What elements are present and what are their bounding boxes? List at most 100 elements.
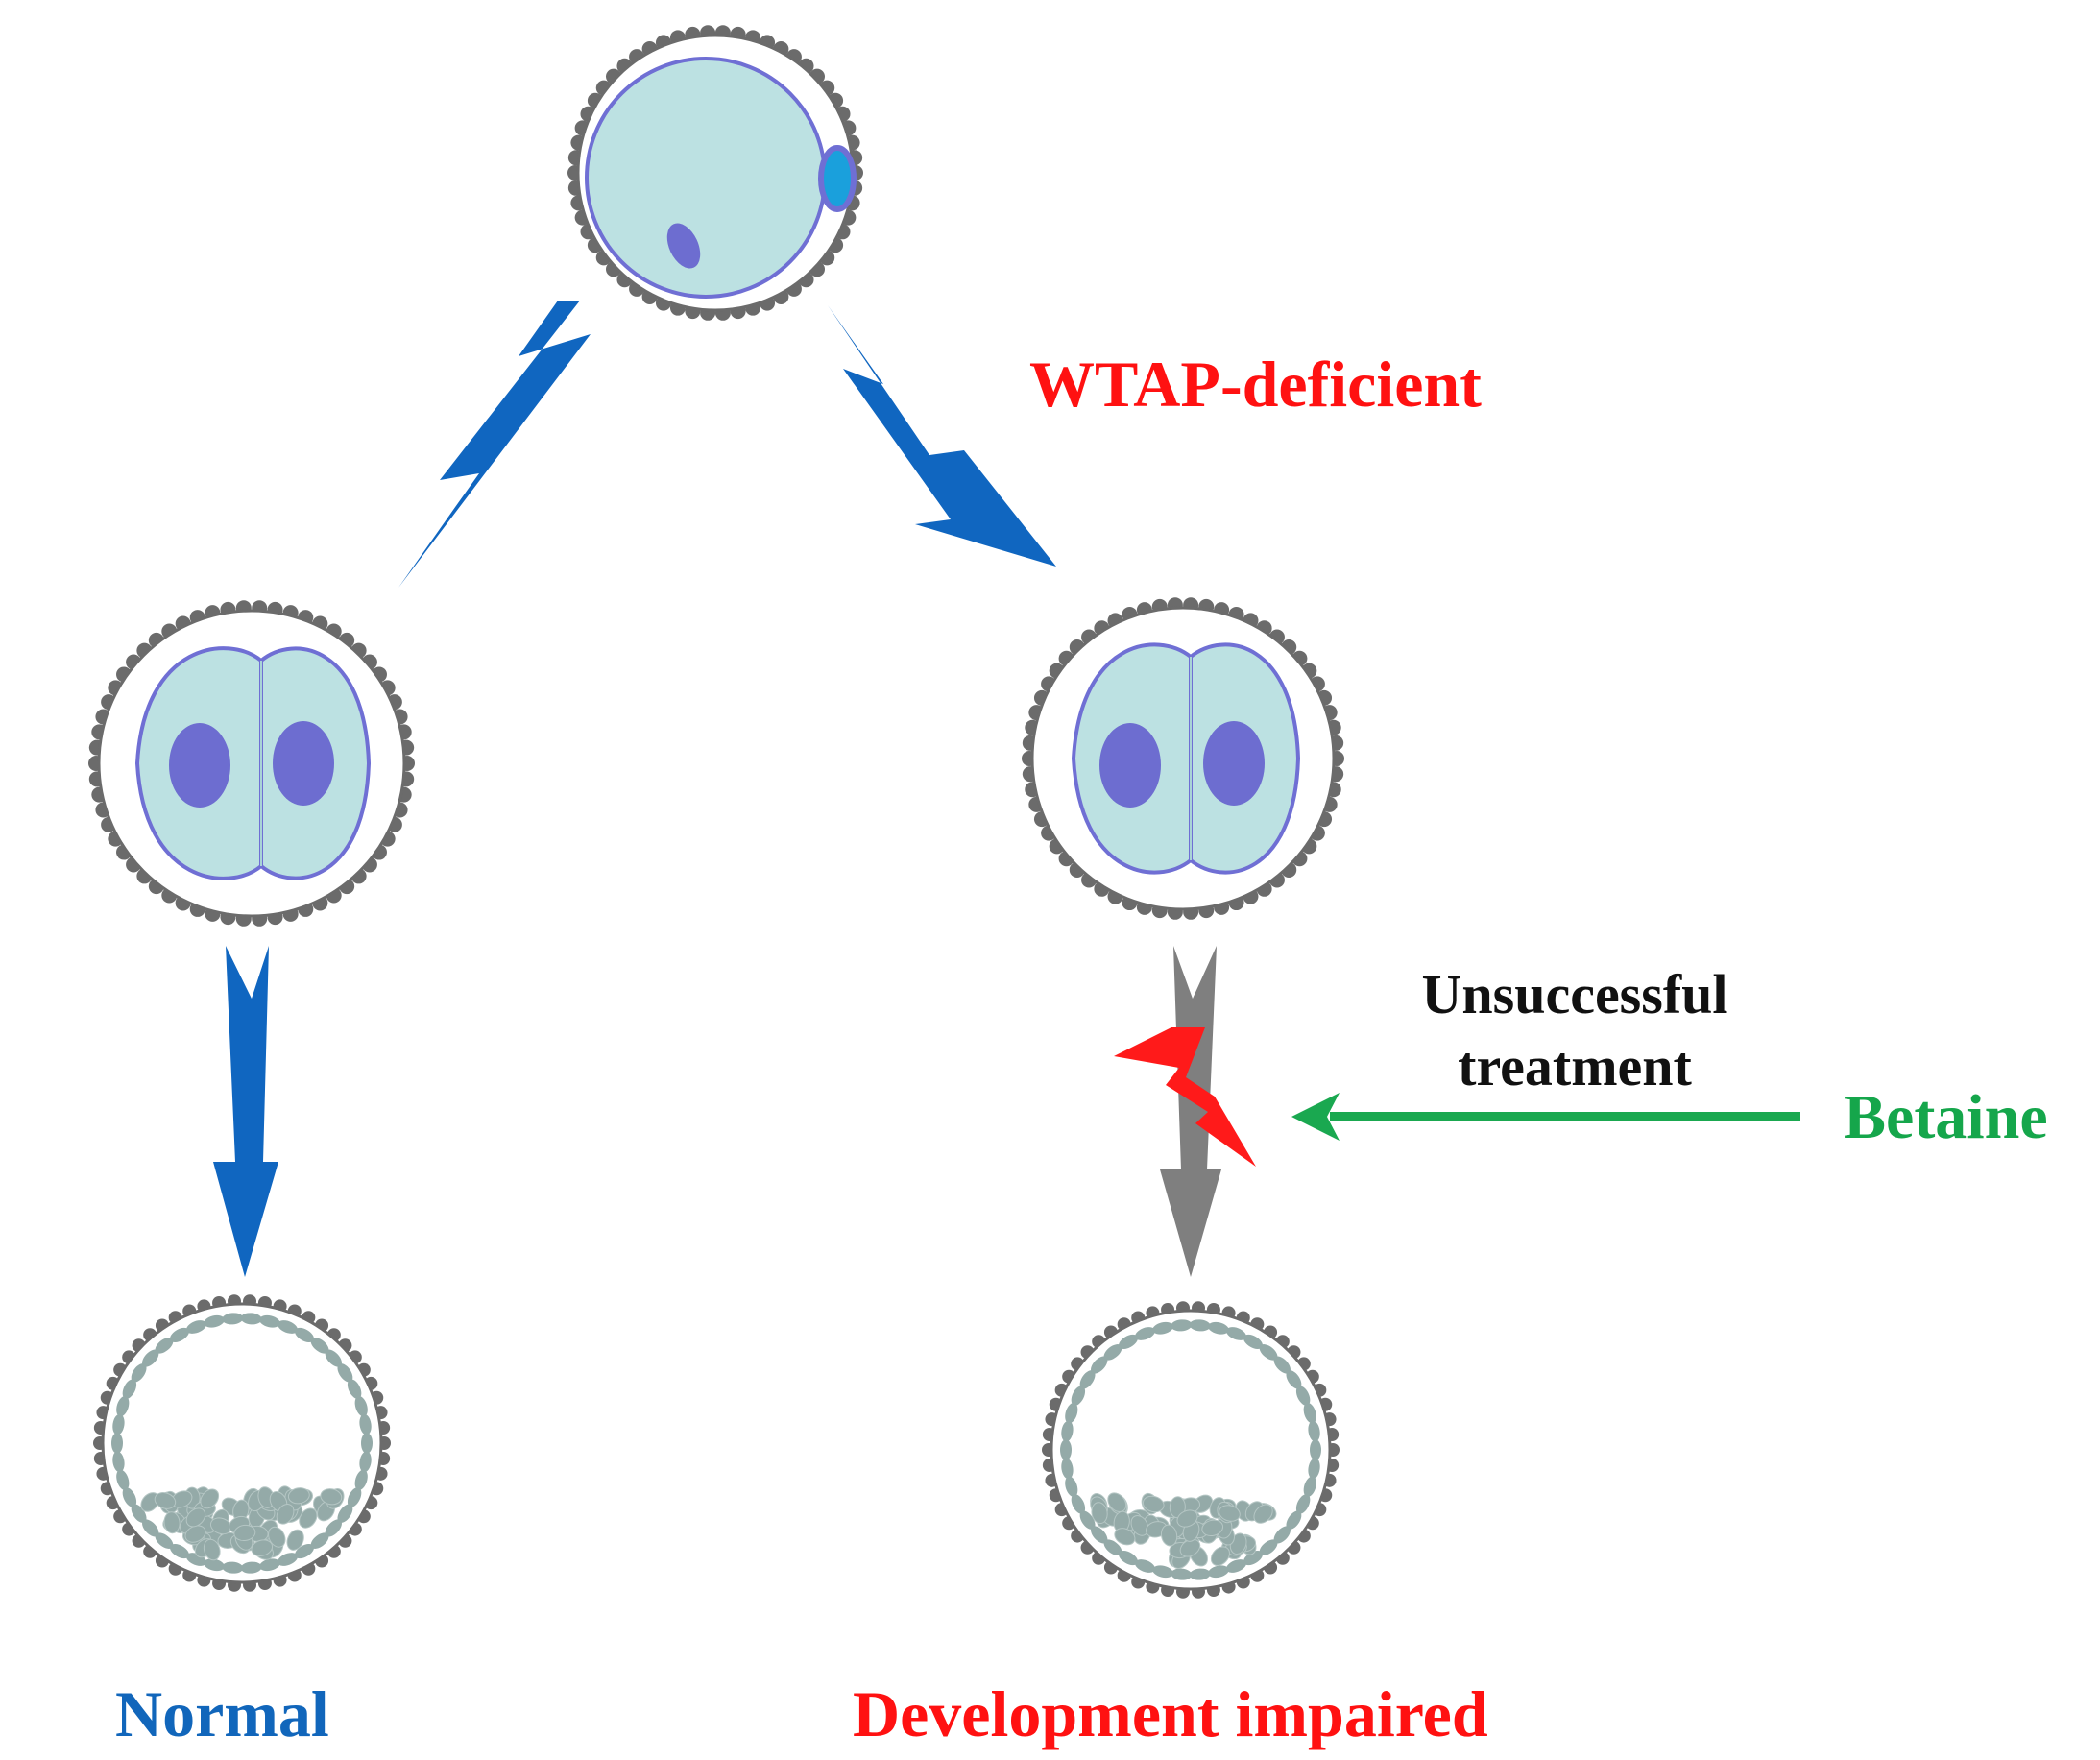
- trophectoderm-cell: [1060, 1439, 1072, 1460]
- trophectoderm-cell: [1259, 1344, 1278, 1361]
- trophectoderm-cell: [1310, 1439, 1321, 1460]
- trophectoderm-cell: [295, 1327, 314, 1342]
- trophectoderm-cell: [131, 1363, 147, 1383]
- inner-cell-mass-cell: [1253, 1504, 1273, 1524]
- trophectoderm-cell: [112, 1451, 125, 1473]
- trophectoderm-cell: [347, 1379, 362, 1399]
- trophectoderm-cell: [361, 1433, 373, 1454]
- trophectoderm-cell: [310, 1338, 329, 1354]
- nucleus: [273, 721, 334, 806]
- trophectoderm-cell: [1226, 1327, 1246, 1340]
- lightning-bolt-icon: [1114, 1027, 1256, 1167]
- trophectoderm-cell: [1171, 1568, 1193, 1580]
- trophectoderm-cell: [240, 1313, 262, 1325]
- trophectoderm-cell: [1189, 1319, 1211, 1332]
- left-branch-arrow: [398, 301, 591, 588]
- trophectoderm-cell: [337, 1504, 353, 1523]
- inner-cell-mass-cell: [276, 1503, 295, 1525]
- pronucleus: [666, 223, 701, 269]
- nucleus: [169, 723, 230, 808]
- trophectoderm-cell: [310, 1532, 329, 1549]
- trophectoderm-cell: [1303, 1476, 1316, 1497]
- blastocyst-left: [93, 1294, 391, 1592]
- trophectoderm-cell: [1273, 1526, 1291, 1544]
- trophectoderm-cell: [1065, 1476, 1078, 1497]
- inner-cell-mass-cell: [251, 1539, 274, 1556]
- inner-cell-mass-cell: [154, 1492, 177, 1509]
- trophectoderm-cell: [1189, 1568, 1211, 1580]
- treatment-arrow-head: [1291, 1093, 1340, 1141]
- development-impaired-label: Development impaired: [853, 1677, 1488, 1750]
- inner-cell-mass-cell: [1176, 1509, 1198, 1528]
- inner-cell-mass-cell: [1160, 1524, 1178, 1547]
- trophectoderm-cell: [354, 1396, 368, 1417]
- blastocyst-right: [1042, 1301, 1340, 1599]
- nucleus: [1099, 723, 1161, 808]
- inner-cell-mass-cell: [1201, 1519, 1224, 1537]
- trophectoderm-cell: [325, 1519, 342, 1537]
- trophectoderm-cell: [222, 1313, 244, 1325]
- trophectoderm-cell: [1286, 1370, 1302, 1389]
- trophectoderm-cell: [359, 1413, 372, 1435]
- trophectoderm-cell: [1286, 1510, 1302, 1530]
- inner-cell-mass-cell: [163, 1511, 181, 1534]
- inner-cell-mass-cell: [200, 1488, 220, 1509]
- trophectoderm-cell: [1135, 1327, 1155, 1340]
- trophectoderm-cell: [1308, 1420, 1320, 1442]
- inner-cell-mass-cell: [1107, 1492, 1127, 1512]
- trophectoderm-cell: [354, 1469, 368, 1490]
- inner-cell-mass-cell: [1210, 1546, 1230, 1566]
- trophectoderm-cell: [1103, 1539, 1122, 1555]
- trophectoderm-cell: [240, 1561, 262, 1574]
- trophectoderm-cell: [1091, 1356, 1108, 1374]
- trophectoderm-cell: [116, 1396, 130, 1417]
- treatment-label: treatment: [1458, 1035, 1692, 1097]
- trophectoderm-cell: [204, 1314, 225, 1328]
- trophectoderm-cell: [259, 1314, 280, 1328]
- trophectoderm-cell: [122, 1379, 137, 1399]
- trophectoderm-cell: [1071, 1386, 1086, 1406]
- inner-cell-mass-cell: [287, 1487, 310, 1505]
- trophectoderm-cell: [278, 1320, 298, 1334]
- trophectoderm-cell: [278, 1553, 298, 1566]
- trophectoderm-cell: [1243, 1334, 1263, 1349]
- trophectoderm-cell: [1119, 1551, 1138, 1566]
- trophectoderm-cell: [142, 1349, 159, 1367]
- unsuccessful-label: Unsuccessful: [1421, 963, 1727, 1025]
- trophectoderm-cell: [131, 1504, 147, 1523]
- trophectoderm-cell: [112, 1413, 125, 1435]
- trophectoderm-cell: [1119, 1334, 1138, 1349]
- inner-cell-mass-cell: [185, 1507, 206, 1528]
- trophectoderm-cell: [1061, 1458, 1074, 1480]
- right-branch-arrow: [828, 305, 1056, 567]
- trophectoderm-cell: [347, 1487, 362, 1507]
- inner-cell-mass-cell: [203, 1538, 221, 1561]
- polar-body: [818, 145, 857, 212]
- inner-cell-mass-cell: [1179, 1538, 1201, 1557]
- normal-development-arrow: [213, 946, 278, 1277]
- trophectoderm-cell: [1079, 1370, 1096, 1389]
- inner-cell-mass-cell: [1114, 1528, 1136, 1546]
- trophectoderm-cell: [116, 1469, 130, 1490]
- two-cell-embryo-left: [88, 600, 415, 927]
- inner-cell-mass-cell: [286, 1529, 304, 1551]
- inner-cell-mass-cell: [1091, 1502, 1108, 1525]
- trophectoderm-cell: [1061, 1420, 1074, 1442]
- trophectoderm-cell: [1303, 1403, 1316, 1424]
- inner-cell-mass-cell: [1142, 1495, 1165, 1513]
- trophectoderm-cell: [142, 1519, 159, 1537]
- trophectoderm-cell: [1079, 1510, 1096, 1530]
- trophectoderm-cell: [170, 1327, 189, 1342]
- normal-label: Normal: [115, 1677, 329, 1750]
- trophectoderm-cell: [259, 1558, 280, 1572]
- wtap-deficient-label: WTAP-deficient: [1029, 348, 1482, 421]
- trophectoderm-cell: [1071, 1494, 1086, 1514]
- inner-cell-mass-cell: [1219, 1505, 1241, 1522]
- trophectoderm-cell: [1103, 1344, 1122, 1361]
- trophectoderm-cell: [337, 1363, 353, 1383]
- trophectoderm-cell: [170, 1544, 189, 1559]
- inner-cell-mass-cell: [1169, 1496, 1186, 1519]
- trophectoderm-cell: [1152, 1565, 1173, 1579]
- trophectoderm-cell: [204, 1558, 225, 1572]
